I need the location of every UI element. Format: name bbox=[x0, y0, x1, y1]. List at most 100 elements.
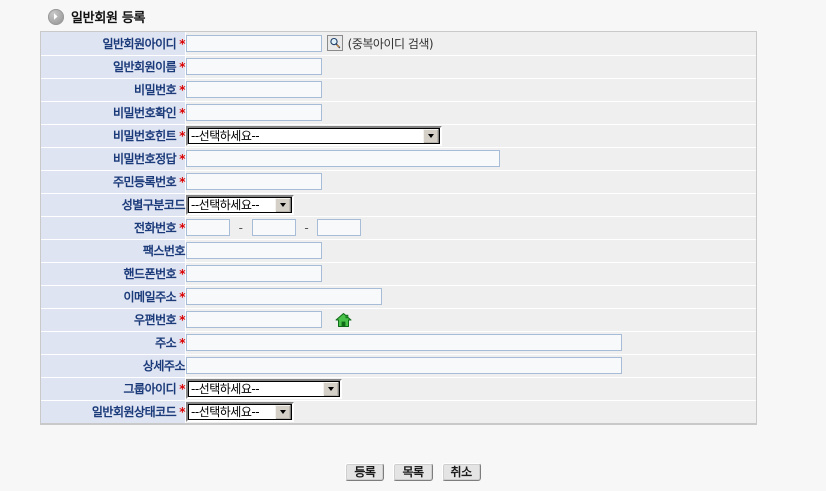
address-input[interactable] bbox=[186, 334, 622, 351]
label-telephone: 전화번호* bbox=[41, 216, 186, 240]
member-id-input[interactable] bbox=[186, 34, 322, 52]
field-member-state-code: --선택하세요-- bbox=[185, 400, 756, 423]
label-text: 일반회원이름 bbox=[112, 60, 177, 74]
save-button[interactable]: 등록 bbox=[345, 463, 385, 481]
member-state-code-select[interactable]: --선택하세요-- bbox=[186, 401, 294, 422]
table-row: 상세주소 bbox=[41, 354, 756, 378]
required-mark: * bbox=[179, 36, 185, 51]
zipcode-input[interactable] bbox=[186, 311, 322, 328]
label-fax: 팩스번호 bbox=[41, 239, 186, 263]
label-text: 그룹아이디 bbox=[123, 382, 177, 396]
label-text: 일반회원상태코드 bbox=[91, 405, 177, 420]
label-password-hint: 비밀번호힌트* bbox=[41, 124, 186, 148]
table-row: 성별구분코드 --선택하세요-- bbox=[41, 193, 756, 217]
resident-number-input[interactable] bbox=[186, 173, 322, 190]
dup-search-note: (중복아이디 검색) bbox=[347, 36, 434, 51]
password-hint-value: --선택하세요-- bbox=[191, 128, 260, 143]
telephone-part2-input[interactable] bbox=[251, 219, 296, 236]
field-member-id: (중복아이디 검색) bbox=[185, 32, 756, 56]
label-member-name: 일반회원이름* bbox=[41, 55, 186, 79]
required-mark: * bbox=[179, 129, 185, 143]
table-row: 일반회원아이디* (중복아이디 검색) bbox=[41, 32, 756, 56]
field-address-detail bbox=[185, 354, 756, 378]
password-answer-input[interactable] bbox=[186, 150, 500, 167]
label-member-state-code: 일반회원상태코드* bbox=[41, 400, 186, 423]
field-group-id: --선택하세요-- bbox=[185, 377, 756, 401]
label-text: 팩스번호 bbox=[142, 244, 186, 258]
field-gender-code: --선택하세요-- bbox=[185, 193, 756, 217]
table-row: 주소* bbox=[41, 331, 756, 355]
label-address: 주소* bbox=[41, 331, 186, 355]
field-zipcode bbox=[185, 308, 756, 332]
table-row: 일반회원상태코드* --선택하세요-- bbox=[41, 400, 756, 423]
registration-form: 일반회원아이디* (중복아이디 검색) 일반회원이름* bbox=[40, 31, 757, 425]
required-mark: * bbox=[179, 405, 185, 420]
label-password-answer: 비밀번호정답* bbox=[41, 147, 186, 171]
magnifier-icon[interactable] bbox=[326, 35, 343, 52]
mobile-input[interactable] bbox=[186, 265, 322, 282]
fax-input[interactable] bbox=[186, 242, 322, 259]
table-row: 전화번호* - - bbox=[41, 216, 756, 240]
field-fax bbox=[185, 239, 756, 263]
page-title: 일반회원 등록 bbox=[71, 11, 146, 26]
arrow-circle-icon bbox=[48, 8, 64, 25]
label-password-confirm: 비밀번호확인* bbox=[41, 101, 186, 125]
required-mark: * bbox=[179, 290, 185, 304]
label-mobile: 핸드폰번호* bbox=[41, 262, 186, 286]
form-actions: 등록 목록 취소 bbox=[0, 463, 826, 481]
required-mark: * bbox=[179, 221, 185, 235]
required-mark: * bbox=[179, 175, 185, 189]
list-button[interactable]: 목록 bbox=[393, 463, 433, 481]
password-input[interactable] bbox=[186, 81, 322, 98]
required-mark: * bbox=[179, 336, 185, 350]
table-row: 비밀번호정답* bbox=[41, 147, 756, 171]
required-mark: * bbox=[179, 313, 185, 327]
label-text: 비밀번호확인 bbox=[112, 106, 177, 120]
label-text: 우편번호 bbox=[134, 313, 177, 327]
label-text: 주민등록번호 bbox=[112, 175, 177, 189]
required-mark: * bbox=[179, 382, 185, 396]
field-password-confirm bbox=[185, 101, 756, 125]
label-gender-code: 성별구분코드 bbox=[41, 193, 186, 217]
field-telephone: - - bbox=[185, 216, 756, 240]
label-password: 비밀번호* bbox=[41, 78, 186, 102]
member-state-code-value: --선택하세요-- bbox=[191, 404, 260, 419]
field-member-name bbox=[185, 55, 756, 79]
label-text: 주소 bbox=[155, 336, 177, 350]
label-text: 이메일주소 bbox=[123, 290, 177, 304]
password-hint-select[interactable]: --선택하세요-- bbox=[186, 125, 442, 146]
table-row: 그룹아이디* --선택하세요-- bbox=[41, 377, 756, 401]
label-group-id: 그룹아이디* bbox=[41, 377, 186, 401]
chevron-down-icon[interactable] bbox=[274, 196, 291, 213]
address-detail-input[interactable] bbox=[186, 357, 622, 374]
page-header: 일반회원 등록 bbox=[48, 7, 145, 26]
field-password-hint: --선택하세요-- bbox=[185, 124, 756, 148]
label-resident-number: 주민등록번호* bbox=[41, 170, 186, 194]
chevron-down-icon[interactable] bbox=[422, 127, 439, 144]
table-row: 핸드폰번호* bbox=[41, 262, 756, 286]
field-address bbox=[185, 331, 756, 355]
label-text: 상세주소 bbox=[142, 359, 186, 373]
chevron-down-icon[interactable] bbox=[322, 380, 339, 397]
telephone-part3-input[interactable] bbox=[317, 219, 362, 236]
label-email: 이메일주소* bbox=[41, 285, 186, 309]
cancel-button[interactable]: 취소 bbox=[441, 463, 481, 481]
label-text: 비밀번호 bbox=[134, 83, 177, 97]
gender-code-select[interactable]: --선택하세요-- bbox=[186, 194, 294, 215]
required-mark: * bbox=[179, 152, 185, 166]
telephone-part1-input[interactable] bbox=[186, 219, 230, 236]
label-text: 핸드폰번호 bbox=[123, 267, 177, 281]
field-password-answer bbox=[185, 147, 756, 171]
gender-code-value: --선택하세요-- bbox=[191, 197, 260, 212]
password-confirm-input[interactable] bbox=[186, 104, 322, 121]
group-id-select[interactable]: --선택하세요-- bbox=[186, 378, 342, 399]
tel-separator-2: - bbox=[304, 220, 309, 235]
field-resident-number bbox=[185, 170, 756, 194]
member-name-input[interactable] bbox=[186, 58, 322, 75]
email-field[interactable] bbox=[186, 288, 382, 305]
house-icon[interactable] bbox=[334, 311, 353, 329]
table-row: 일반회원이름* bbox=[41, 55, 756, 79]
table-row: 팩스번호 bbox=[41, 239, 756, 263]
required-mark: * bbox=[179, 106, 185, 120]
chevron-down-icon[interactable] bbox=[274, 403, 291, 420]
